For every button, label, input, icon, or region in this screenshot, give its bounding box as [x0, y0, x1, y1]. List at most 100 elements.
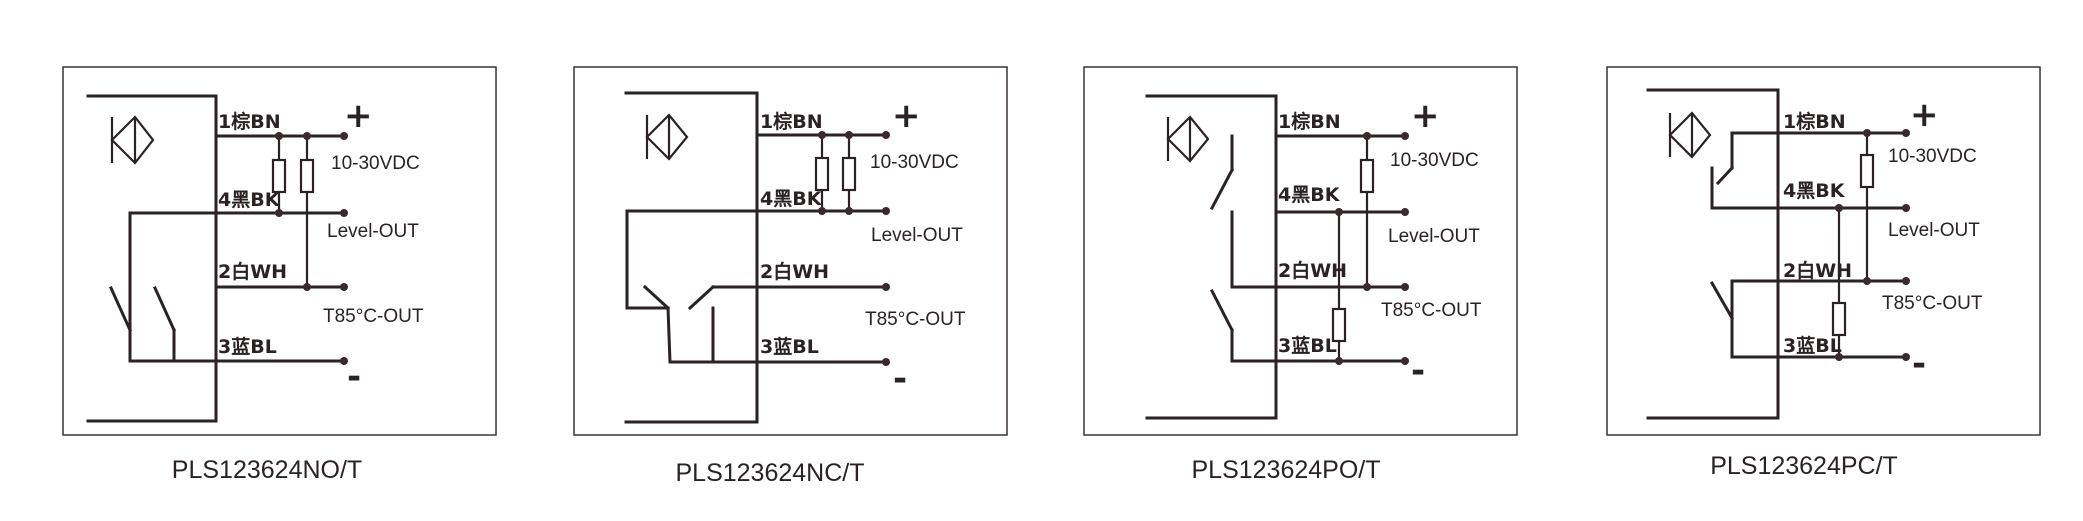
terminal-dot — [340, 283, 348, 291]
junction-dot — [1363, 283, 1371, 291]
plus-sign: + — [1411, 96, 1440, 136]
junction-dot — [845, 207, 853, 215]
housing-outline — [1145, 94, 1278, 420]
junction-dot — [845, 131, 853, 139]
model-label: PLS123624PO/T — [1191, 456, 1380, 484]
terminal-dot — [1401, 357, 1409, 365]
temp-out-label: T85°C-OUT — [1381, 300, 1482, 321]
diagram-pc: 1棕BN 4黑BK 2白WH 3蓝BL + 10-30VDC Level-OUT… — [1606, 66, 2041, 480]
junction-dot — [1835, 353, 1843, 361]
pin-label-black: 4黑BK — [1783, 180, 1846, 202]
terminal-dot — [1902, 353, 1910, 361]
pin-label-brown: 1棕BN — [1278, 110, 1341, 133]
plus-sign: + — [1910, 95, 1939, 135]
junction-dot — [303, 132, 311, 140]
junction-dot — [1335, 208, 1343, 216]
terminal-dot — [1401, 283, 1409, 291]
pin-label-white: 2白WH — [760, 260, 829, 283]
terminal-dot — [1902, 277, 1910, 285]
sensor-icon — [1668, 111, 1712, 159]
terminal-dot — [340, 357, 348, 365]
terminal-dot — [882, 207, 890, 215]
pin-label-black: 4黑BK — [1278, 184, 1341, 206]
terminal-dot — [882, 358, 890, 366]
housing-outline — [86, 94, 218, 423]
junction-dot — [303, 283, 311, 291]
junction-dot — [1863, 129, 1871, 137]
pin-label-black: 4黑BK — [760, 188, 823, 210]
junction-dot — [1335, 357, 1343, 365]
pin-label-white: 2白WH — [1278, 259, 1347, 282]
terminal-dot — [340, 209, 348, 217]
temp-out-label: T85°C-OUT — [865, 309, 966, 330]
diagram-frame — [1606, 66, 2041, 436]
minus-sign: - — [1912, 344, 1926, 384]
terminal-dot — [1401, 208, 1409, 216]
housing-outline — [1646, 88, 1780, 420]
minus-sign: - — [1411, 351, 1425, 391]
pin-label-blue: 3蓝BL — [1278, 334, 1337, 357]
diagram-frame — [1083, 66, 1518, 436]
pin-label-black: 4黑BK — [218, 189, 281, 211]
pin-label-brown: 1棕BN — [760, 110, 823, 133]
sensor-icon — [110, 115, 155, 165]
level-out-label: Level-OUT — [327, 221, 419, 242]
pin-label-brown: 1棕BN — [218, 110, 281, 133]
terminal-dot — [882, 131, 890, 139]
resistor — [299, 158, 315, 194]
diagram-frame — [62, 66, 497, 436]
minus-sign: - — [893, 359, 907, 399]
wires — [109, 134, 346, 363]
junction-dot — [818, 207, 826, 215]
terminal-dot — [340, 132, 348, 140]
junction-dot — [1863, 277, 1871, 285]
wires — [1709, 131, 1908, 359]
level-out-label: Level-OUT — [1388, 226, 1480, 247]
pin-label-white: 2白WH — [218, 260, 287, 283]
model-label: PLS123624NC/T — [675, 459, 864, 487]
supply-label: 10-30VDC — [1888, 146, 1977, 167]
diagram-nc: 1棕BN 4黑BK 2白WH 3蓝BL + 10-30VDC Level-OUT… — [573, 66, 1008, 487]
supply-label: 10-30VDC — [870, 152, 959, 173]
terminal-dot — [1902, 204, 1910, 212]
resistor — [1359, 158, 1375, 194]
supply-label: 10-30VDC — [331, 153, 420, 174]
diagram-frame — [573, 66, 1008, 436]
housing-outline — [624, 91, 759, 424]
junction-dot — [818, 131, 826, 139]
terminal-dot — [1902, 129, 1910, 137]
pin-label-brown: 1棕BN — [1783, 110, 1846, 133]
model-label: PLS123624PC/T — [1710, 452, 1898, 480]
resistor — [841, 156, 857, 192]
pin-label-blue: 3蓝BL — [760, 335, 819, 358]
resistor — [1331, 307, 1347, 343]
diagram-po: 1棕BN 4黑BK 2白WH 3蓝BL + 10-30VDC Level-OUT… — [1083, 66, 1518, 484]
supply-label: 10-30VDC — [1390, 150, 1479, 171]
junction-dot — [1835, 204, 1843, 212]
plus-sign: + — [344, 96, 373, 136]
sensor-icon — [645, 113, 689, 161]
level-out-label: Level-OUT — [871, 225, 963, 246]
temp-out-label: T85°C-OUT — [1882, 293, 1983, 314]
pin-label-blue: 3蓝BL — [218, 335, 277, 358]
model-label: PLS123624NO/T — [172, 456, 362, 484]
junction-dot — [275, 132, 283, 140]
junction-dot — [275, 209, 283, 217]
level-out-label: Level-OUT — [1888, 220, 1980, 241]
minus-sign: - — [347, 357, 361, 397]
resistor — [271, 158, 287, 194]
pin-label-blue: 3蓝BL — [1783, 334, 1842, 357]
terminal-dot — [882, 283, 890, 291]
resistor — [1831, 301, 1847, 337]
temp-out-label: T85°C-OUT — [323, 306, 424, 327]
pin-label-white: 2白WH — [1783, 259, 1852, 282]
sensor-icon — [1166, 115, 1210, 163]
diagram-no: 1棕BN 4黑BK 2白WH 3蓝BL + 10-30VDC Level-OUT… — [62, 66, 497, 484]
wires — [1209, 134, 1407, 363]
resistor — [1859, 153, 1875, 189]
resistor — [814, 156, 830, 192]
terminal-dot — [1401, 132, 1409, 140]
junction-dot — [1363, 132, 1371, 140]
plus-sign: + — [892, 96, 921, 136]
